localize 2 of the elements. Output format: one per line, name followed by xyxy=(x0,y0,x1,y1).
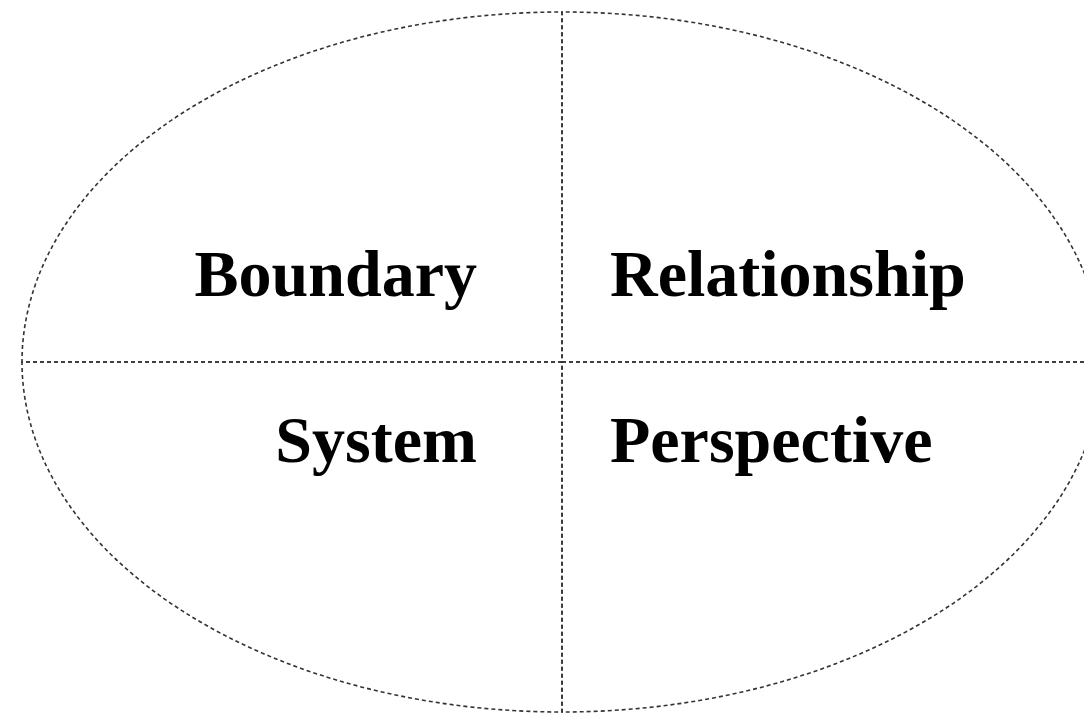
quadrant-region xyxy=(562,362,1084,712)
quadrant-region xyxy=(22,362,562,712)
